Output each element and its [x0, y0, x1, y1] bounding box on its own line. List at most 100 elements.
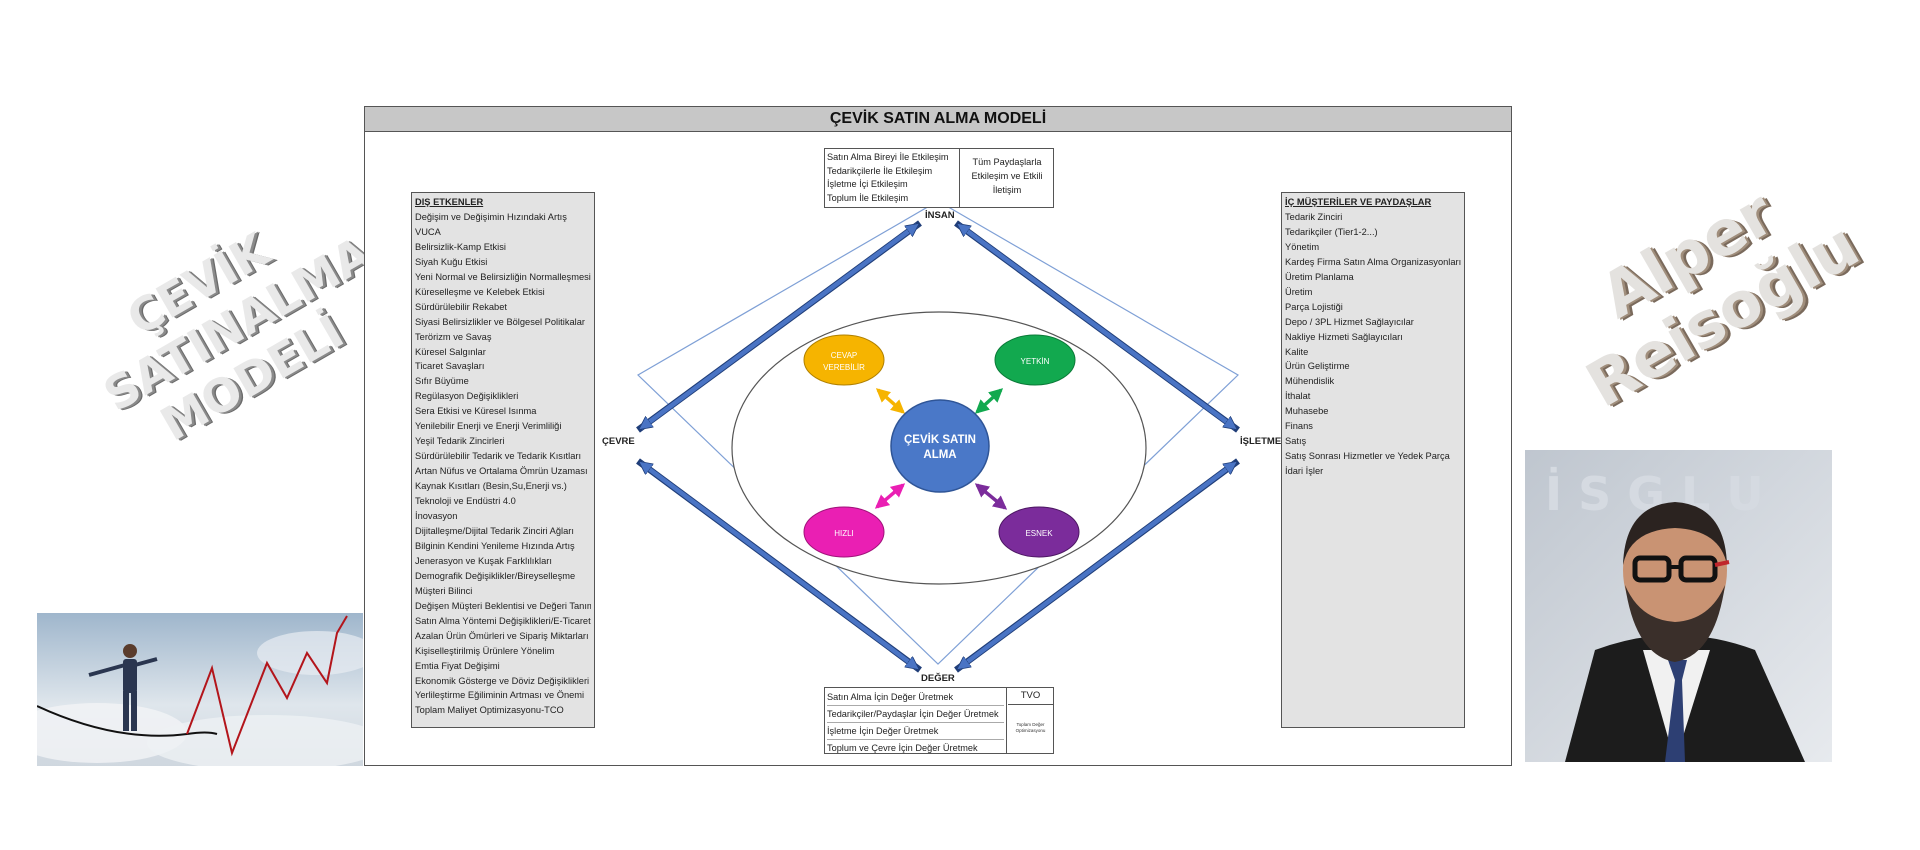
tvo-note-line: Optimizasyonu	[1015, 728, 1046, 733]
value-item: Toplum ve Çevre İçin Değer Üretmek	[827, 743, 978, 753]
list-item: Depo / 3PL Hizmet Sağlayıcılar	[1285, 316, 1414, 327]
list-item: Artan Nüfus ve Ortalama Ömrün Uzaması	[415, 466, 588, 477]
list-item: Küresel Salgınlar	[415, 346, 486, 357]
list-item: Nakliye Hizmeti Sağlayıcıları	[1285, 331, 1403, 342]
arrow-isletme-deger	[959, 463, 1235, 668]
list-item: Teknoloji ve Endüstri 4.0	[415, 496, 516, 507]
list-item: Sürdürülebilir Rekabet	[415, 301, 507, 312]
list-item: Terörizm ve Savaş	[415, 331, 492, 342]
corner-label-isletme: İŞLETME	[1240, 436, 1282, 447]
list-item: Kişiselleştirilmiş Ürünlere Yönelim	[415, 645, 555, 656]
tvo-note: Toplam Değer Optimizasyonu	[1008, 705, 1053, 753]
bubble-esnek	[998, 506, 1080, 558]
list-item: Küreselleşme ve Kelebek Etkisi	[415, 286, 545, 297]
list-item: Jenerasyon ve Kuşak Farklılıkları	[415, 555, 552, 566]
value-list: Satın Alma İçin Değer Üretmek Tedarikçil…	[825, 688, 1007, 753]
list-item: Dijitalleşme/Dijital Tedarik Zinciri Ağl…	[415, 525, 574, 536]
value-item: Tedarikçiler/Paydaşlar İçin Değer Üretme…	[827, 706, 1004, 723]
interaction-item: Toplum İle Etkileşim	[827, 192, 909, 203]
list-item: Ticaret Savaşları	[415, 361, 485, 372]
stakeholders-header: İÇ MÜŞTERİLER VE PAYDAŞLAR	[1285, 197, 1432, 207]
author-watermark: Alper Reisoğlu	[1540, 149, 1871, 421]
list-item: Yenilebilir Enerji ve Enerji Verimliliği	[415, 421, 562, 432]
list-item: Satın Alma Yöntemi Değişiklikleri/E-Tica…	[415, 615, 591, 626]
stakeholders-list: İÇ MÜŞTERİLER VE PAYDAŞLAR Tedarik Zinci…	[1281, 192, 1465, 728]
bubble-yetkin	[994, 334, 1076, 386]
list-item: Finans	[1285, 421, 1313, 432]
interaction-list: Satın Alma Bireyi İle Etkileşim Tedarikç…	[825, 149, 960, 207]
interaction-item: İşletme İçi Etkileşim	[827, 179, 908, 190]
list-item: Tedarik Zinciri	[1285, 211, 1343, 222]
list-item: VUCA	[415, 226, 441, 237]
list-item: Toplam Maliyet Optimizasyonu-TCO	[415, 705, 564, 716]
center-label-1: ÇEVİK SATIN	[904, 433, 976, 446]
list-item: Kardeş Firma Satın Alma Organizasyonları	[1285, 256, 1461, 267]
interaction-item: Satın Alma Bireyi İle Etkileşim	[827, 152, 949, 162]
list-item: Yeni Normal ve Belirsizliğin Normalleşme…	[415, 271, 591, 282]
list-item: Muhasebe	[1285, 406, 1329, 417]
model-diagram: ÇEVİK SATIN ALMA CEVAP VEREBİLİR YETKİN …	[636, 200, 1240, 673]
list-item: Tedarikçiler (Tier1-2...)	[1285, 226, 1378, 237]
bubble-hizli	[803, 506, 885, 558]
list-item: Sürdürülebilir Tedarik ve Tedarik Kısıtl…	[415, 451, 582, 462]
list-item: İdari İşler	[1285, 466, 1324, 477]
arrow-cevre-deger	[641, 463, 917, 668]
list-item: Değişim ve Değişimin Hızındaki Artış	[415, 211, 567, 222]
list-item: Satış Sonrası Hizmetler ve Yedek Parça	[1285, 451, 1450, 462]
list-item: Kaynak Kısıtları (Besin,Su,Enerji vs.)	[415, 481, 567, 492]
value-item: İşletme İçin Değer Üretmek	[827, 723, 1004, 740]
connector-yetkin	[974, 388, 1004, 414]
list-item: Azalan Ürün Ömürleri ve Sipariş Miktarla…	[415, 630, 589, 641]
external-factors-list: DIŞ ETKENLER Değişim ve Değişimin Hızınd…	[411, 192, 595, 728]
bubble-yetkin-label: YETKİN	[1021, 357, 1050, 366]
connector-hizli	[874, 483, 906, 509]
list-item: Üretim	[1285, 286, 1313, 297]
list-item: Yerlileştirme Eğiliminin Artması ve Önem…	[415, 690, 585, 701]
list-item: Kalite	[1285, 346, 1309, 357]
tightrope-walker-image	[37, 613, 363, 766]
bubble-cevap-label-1: CEVAP	[831, 351, 858, 360]
corner-label-cevre: ÇEVRE	[602, 436, 635, 447]
tvo-note-line: Toplam Değer	[1016, 722, 1045, 727]
interaction-item: Tedarikçilerle İle Etkileşim	[827, 165, 933, 176]
external-factors-header: DIŞ ETKENLER	[415, 197, 484, 207]
center-label-2: ALMA	[923, 449, 956, 461]
connector-cevap	[875, 388, 906, 414]
list-item: Parça Lojistiği	[1285, 301, 1343, 312]
list-item: Bilginin Kendini Yenileme Hızında Artış	[415, 540, 575, 551]
interaction-table: Satın Alma Bireyi İle Etkileşim Tedarikç…	[824, 148, 1054, 208]
list-item: Ekonomik Gösterge ve Döviz Değişiklikler…	[415, 675, 590, 686]
list-item: Sıfır Büyüme	[415, 376, 469, 387]
agile-purchasing-model: ÇEVİK SATIN ALMA MODELİ	[364, 106, 1512, 766]
list-item: Ürün Geliştirme	[1285, 361, 1350, 372]
list-item: Demografik Değişiklikler/Bireyselleşme	[415, 570, 576, 581]
bubble-hizli-label: HIZLI	[834, 529, 854, 538]
arrow-insan-isletme	[959, 225, 1235, 428]
bubble-cevap-label-2: VEREBİLİR	[823, 363, 865, 372]
list-item: İnovasyon	[415, 511, 458, 522]
center-circle	[890, 399, 990, 493]
arrow-insan-cevre	[641, 225, 917, 428]
list-item: Müşteri Bilinci	[415, 585, 473, 596]
interaction-summary: Tüm Paydaşlarla Etkileşim ve Etkili İlet…	[961, 149, 1053, 207]
bubble-esnek-label: ESNEK	[1025, 529, 1053, 538]
list-item: Yeşil Tedarik Zincirleri	[415, 436, 505, 447]
list-item: Regülasyon Değişiklikleri	[415, 391, 519, 402]
connector-esnek	[974, 483, 1008, 510]
author-portrait-image: İ S G L U	[1525, 450, 1832, 762]
list-item: İthalat	[1285, 391, 1311, 402]
list-item: Belirsizlik-Kamp Etkisi	[415, 241, 506, 252]
list-item: Emtia Fiyat Değişimi	[415, 660, 500, 671]
list-item: Mühendislik	[1285, 376, 1335, 387]
list-item: Üretim Planlama	[1285, 271, 1354, 282]
list-item: Değişen Müşteri Beklentisi ve Değeri Tan…	[415, 600, 591, 611]
value-item: Satın Alma İçin Değer Üretmek	[827, 689, 1004, 706]
list-item: Siyah Kuğu Etkisi	[415, 256, 488, 267]
list-item: Siyasi Belirsizlikler ve Bölgesel Politi…	[415, 316, 585, 327]
corner-label-deger: DEĞER	[921, 673, 955, 684]
list-item: Yönetim	[1285, 241, 1320, 252]
bubble-cevap	[803, 334, 885, 386]
interaction-summary-line: Tüm Paydaşlarla	[972, 157, 1042, 167]
interaction-summary-line: İletişim	[992, 185, 1022, 195]
corner-label-insan: İNSAN	[925, 210, 955, 221]
